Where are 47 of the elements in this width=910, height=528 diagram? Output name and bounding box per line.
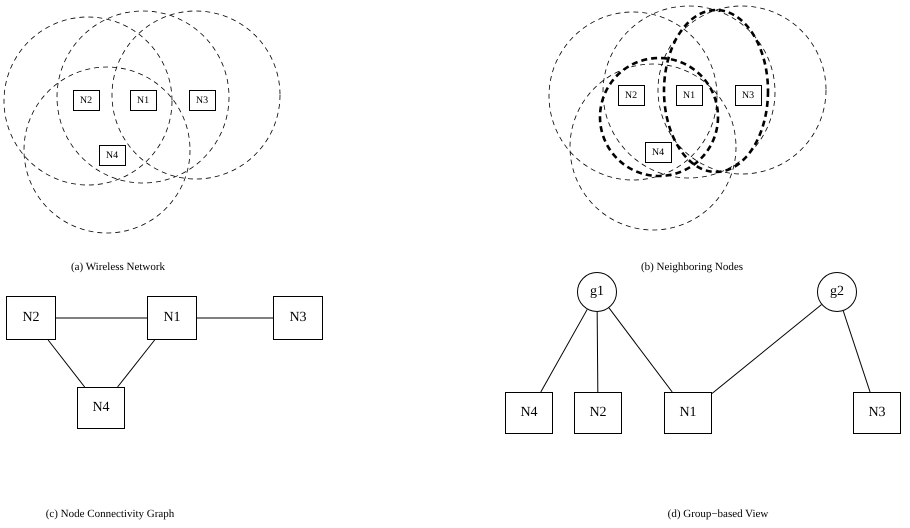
connector-line: [608, 307, 673, 392]
node-box: [72, 90, 100, 110]
node-label: N1: [163, 310, 181, 326]
node-label: N4: [652, 146, 664, 158]
node-box: [77, 387, 125, 429]
node-box: [505, 392, 553, 434]
node-label: N4: [520, 405, 538, 421]
panel-caption: (d) Group−based View: [668, 508, 768, 520]
node-box: [644, 142, 672, 162]
panel-caption: (c) Node Connectivity Graph: [46, 508, 174, 520]
node-box: [273, 296, 323, 340]
node-box: [188, 90, 216, 110]
node-box: [664, 392, 712, 434]
node-label: N3: [868, 405, 886, 421]
node-label: N1: [682, 90, 696, 100]
connector-line: [540, 308, 588, 392]
node-box: [734, 84, 762, 106]
node-label: N3: [196, 94, 208, 106]
node-box: [130, 90, 156, 110]
node-label: N2: [80, 94, 92, 106]
node-label: N3: [742, 90, 754, 100]
node-label: N2: [589, 405, 607, 421]
node-label: N3: [289, 310, 307, 326]
node-label: g1: [590, 284, 604, 300]
node-label: N1: [679, 405, 697, 421]
connector-line: [117, 340, 156, 388]
node-box: [574, 392, 622, 434]
node-label: N1: [136, 94, 150, 106]
connector-line: [48, 340, 86, 388]
node-box: [6, 296, 56, 340]
node-box: [853, 392, 901, 434]
node-label: N2: [624, 90, 638, 100]
connector-line: [596, 312, 598, 392]
node-box: [676, 84, 702, 106]
node-box: [147, 296, 197, 340]
connector-line: [842, 310, 871, 392]
node-box: [98, 144, 126, 166]
node-label: N4: [106, 150, 118, 160]
group-circle: [817, 272, 857, 312]
node-label: N2: [22, 310, 40, 326]
node-label: g2: [830, 284, 844, 300]
group-circle: [577, 272, 617, 312]
node-box: [618, 84, 644, 106]
connector-line: [712, 304, 822, 394]
panel-caption: (a) Wireless Network: [70, 261, 166, 273]
panel-caption: (b) Neighboring Nodes: [640, 261, 744, 273]
node-label: N4: [92, 400, 110, 416]
